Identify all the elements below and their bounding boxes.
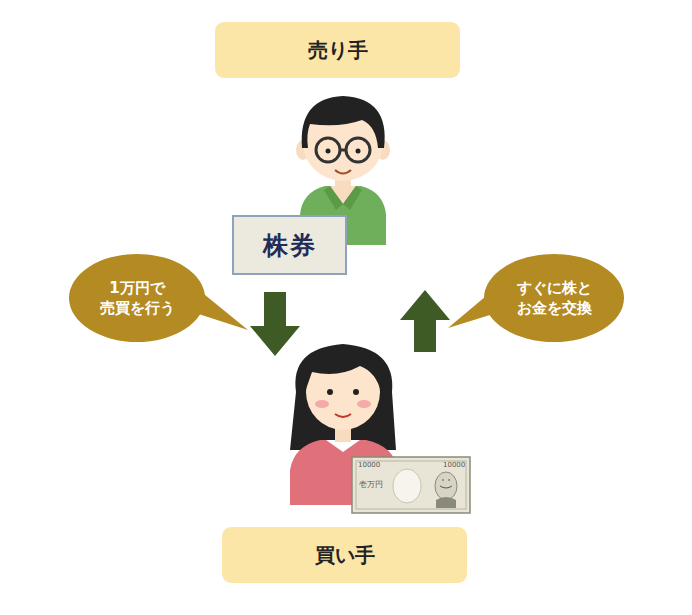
node-text: 株券	[263, 229, 317, 262]
bubble-shape	[446, 252, 626, 344]
buyer-figure	[290, 344, 398, 505]
note-denomination: 10000	[358, 462, 380, 469]
bubble-shape	[68, 252, 250, 344]
bubble-text: すぐに株と お金を交換	[486, 278, 622, 319]
stock-certificate: 株券	[232, 215, 347, 275]
block-arrow	[250, 292, 300, 356]
buyer-title-box: 買い手	[222, 527, 467, 583]
speech-bubble: 1万円で 売買を行う	[68, 252, 250, 344]
note-denomination: 10000	[443, 462, 465, 469]
node-text: 売り手	[308, 37, 368, 64]
seller-title-box: 売り手	[215, 22, 460, 78]
note-name: 壱万円	[359, 481, 383, 489]
speech-bubble: すぐに株と お金を交換	[446, 252, 626, 344]
block-arrow	[400, 290, 450, 352]
node-text: 買い手	[315, 542, 375, 569]
bubble-text: 1万円で 売買を行う	[72, 278, 202, 319]
banknote	[352, 457, 470, 513]
